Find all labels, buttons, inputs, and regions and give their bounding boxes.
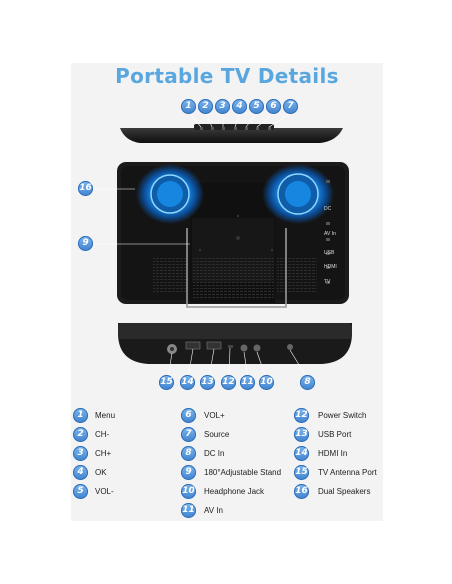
port-label-av: AV In [324,231,336,237]
legend-label: Dual Speakers [318,487,371,496]
port-label-dc: DC [324,206,332,212]
callout-badge: 8 [300,375,315,390]
legend-label: Power Switch [318,411,367,420]
legend-badge: 1 [73,408,88,423]
legend-label: USB Port [318,430,352,439]
legend-label: Headphone Jack [204,487,265,496]
callout-badge: 11 [240,375,255,390]
legend-label: 180°Adjustable Stand [204,468,282,477]
legend-badge: 5 [73,484,88,499]
back-view [93,162,349,308]
legend-badge: 7 [181,427,196,442]
port-label-tv: TV [324,279,331,285]
callout-badge: 10 [259,375,274,390]
legend-badge: 9 [181,465,196,480]
legend-label: TV Antenna Port [318,468,377,477]
legend-label: VOL- [95,487,114,496]
callout-badge: 14 [180,375,195,390]
callout-badge: 2 [198,99,213,114]
callout-badge-stand: 9 [78,236,93,251]
legend-label: Menu [95,411,116,420]
port-label-hdmi: HDMI [324,264,337,270]
callout-badge: 1 [181,99,196,114]
callout-badge: 6 [266,99,281,114]
legend-badge: 16 [294,484,309,499]
legend-label: VOL+ [204,411,225,420]
legend-badge: 4 [73,465,88,480]
callout-badge: 15 [159,375,174,390]
legend-label: Source [204,430,230,439]
legend-badge: 14 [294,446,309,461]
legend-label: CH+ [95,449,112,458]
legend-badge: 6 [181,408,196,423]
legend-label: AV In [204,506,223,515]
callout-badge: 5 [249,99,264,114]
page-title: Portable TV Details [115,64,339,88]
legend-badge: 2 [73,427,88,442]
legend-badge: 3 [73,446,88,461]
callout-badge: 12 [221,375,236,390]
legend-label: DC In [204,449,225,458]
legend-badge: 12 [294,408,309,423]
legend-badge: 11 [181,503,196,518]
legend-badge: 10 [181,484,196,499]
legend-badge: 15 [294,465,309,480]
callout-badge: 4 [232,99,247,114]
callout-badge: 13 [200,375,215,390]
legend-badge: 13 [294,427,309,442]
legend-label: OK [95,468,107,477]
legend-label: HDMI In [318,449,348,458]
legend-badge: 8 [181,446,196,461]
callout-badge: 7 [283,99,298,114]
port-label-usb: USB [324,250,335,256]
callout-badge-speakers: 16 [78,181,93,196]
bottom-view [118,323,352,379]
top-view [120,112,343,143]
callout-badge: 3 [215,99,230,114]
legend-label: CH- [95,430,110,439]
